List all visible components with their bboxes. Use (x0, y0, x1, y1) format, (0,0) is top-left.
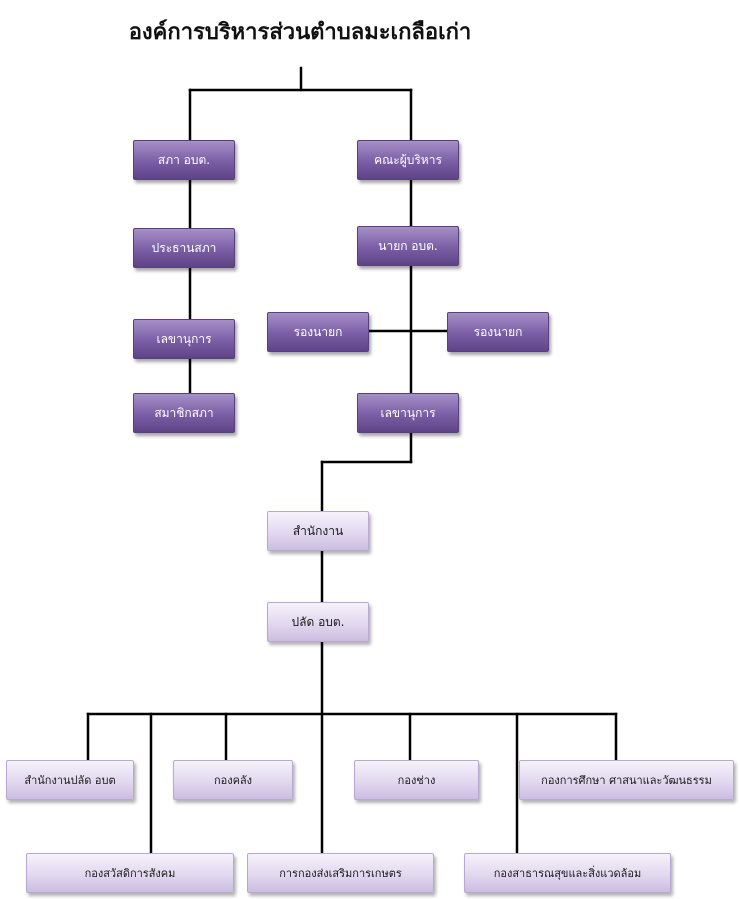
mayor-box: นายก อบต. (357, 226, 459, 266)
division-office-of-secretary: สำนักงานปลัด อบต (6, 760, 134, 800)
division-agriculture: การกองส่งเสริมการเกษตร (247, 853, 434, 893)
page-title: องค์การบริหารส่วนตำบลมะเกลือเก่า (128, 20, 472, 45)
deputy-mayor-left-box: รองนายก (267, 312, 369, 352)
division-education: กองการศึกษา ศาสนาและวัฒนธรรม (519, 760, 734, 800)
executive-secretary-box: เลขานุการ (357, 393, 459, 433)
division-social-welfare: กองสวัสดิการสังคม (26, 853, 234, 893)
division-finance: กองคลัง (173, 760, 293, 800)
division-engineering: กองช่าง (354, 760, 479, 800)
office-box: สำนักงาน (267, 511, 369, 551)
division-public-health: กองสาธารณสุขและสิ่งแวดล้อม (464, 853, 671, 893)
deputy-mayor-right-box: รองนายก (447, 312, 549, 352)
council-box: สภา อบต. (133, 140, 235, 180)
permanent-secretary-box: ปลัด อบต. (267, 602, 369, 642)
council-chairman-box: ประธานสภา (133, 228, 235, 268)
council-secretary-box: เลขานุการ (133, 319, 235, 359)
executive-board-box: คณะผู้บริหาร (357, 140, 459, 180)
council-members-box: สมาชิกสภา (133, 393, 235, 433)
